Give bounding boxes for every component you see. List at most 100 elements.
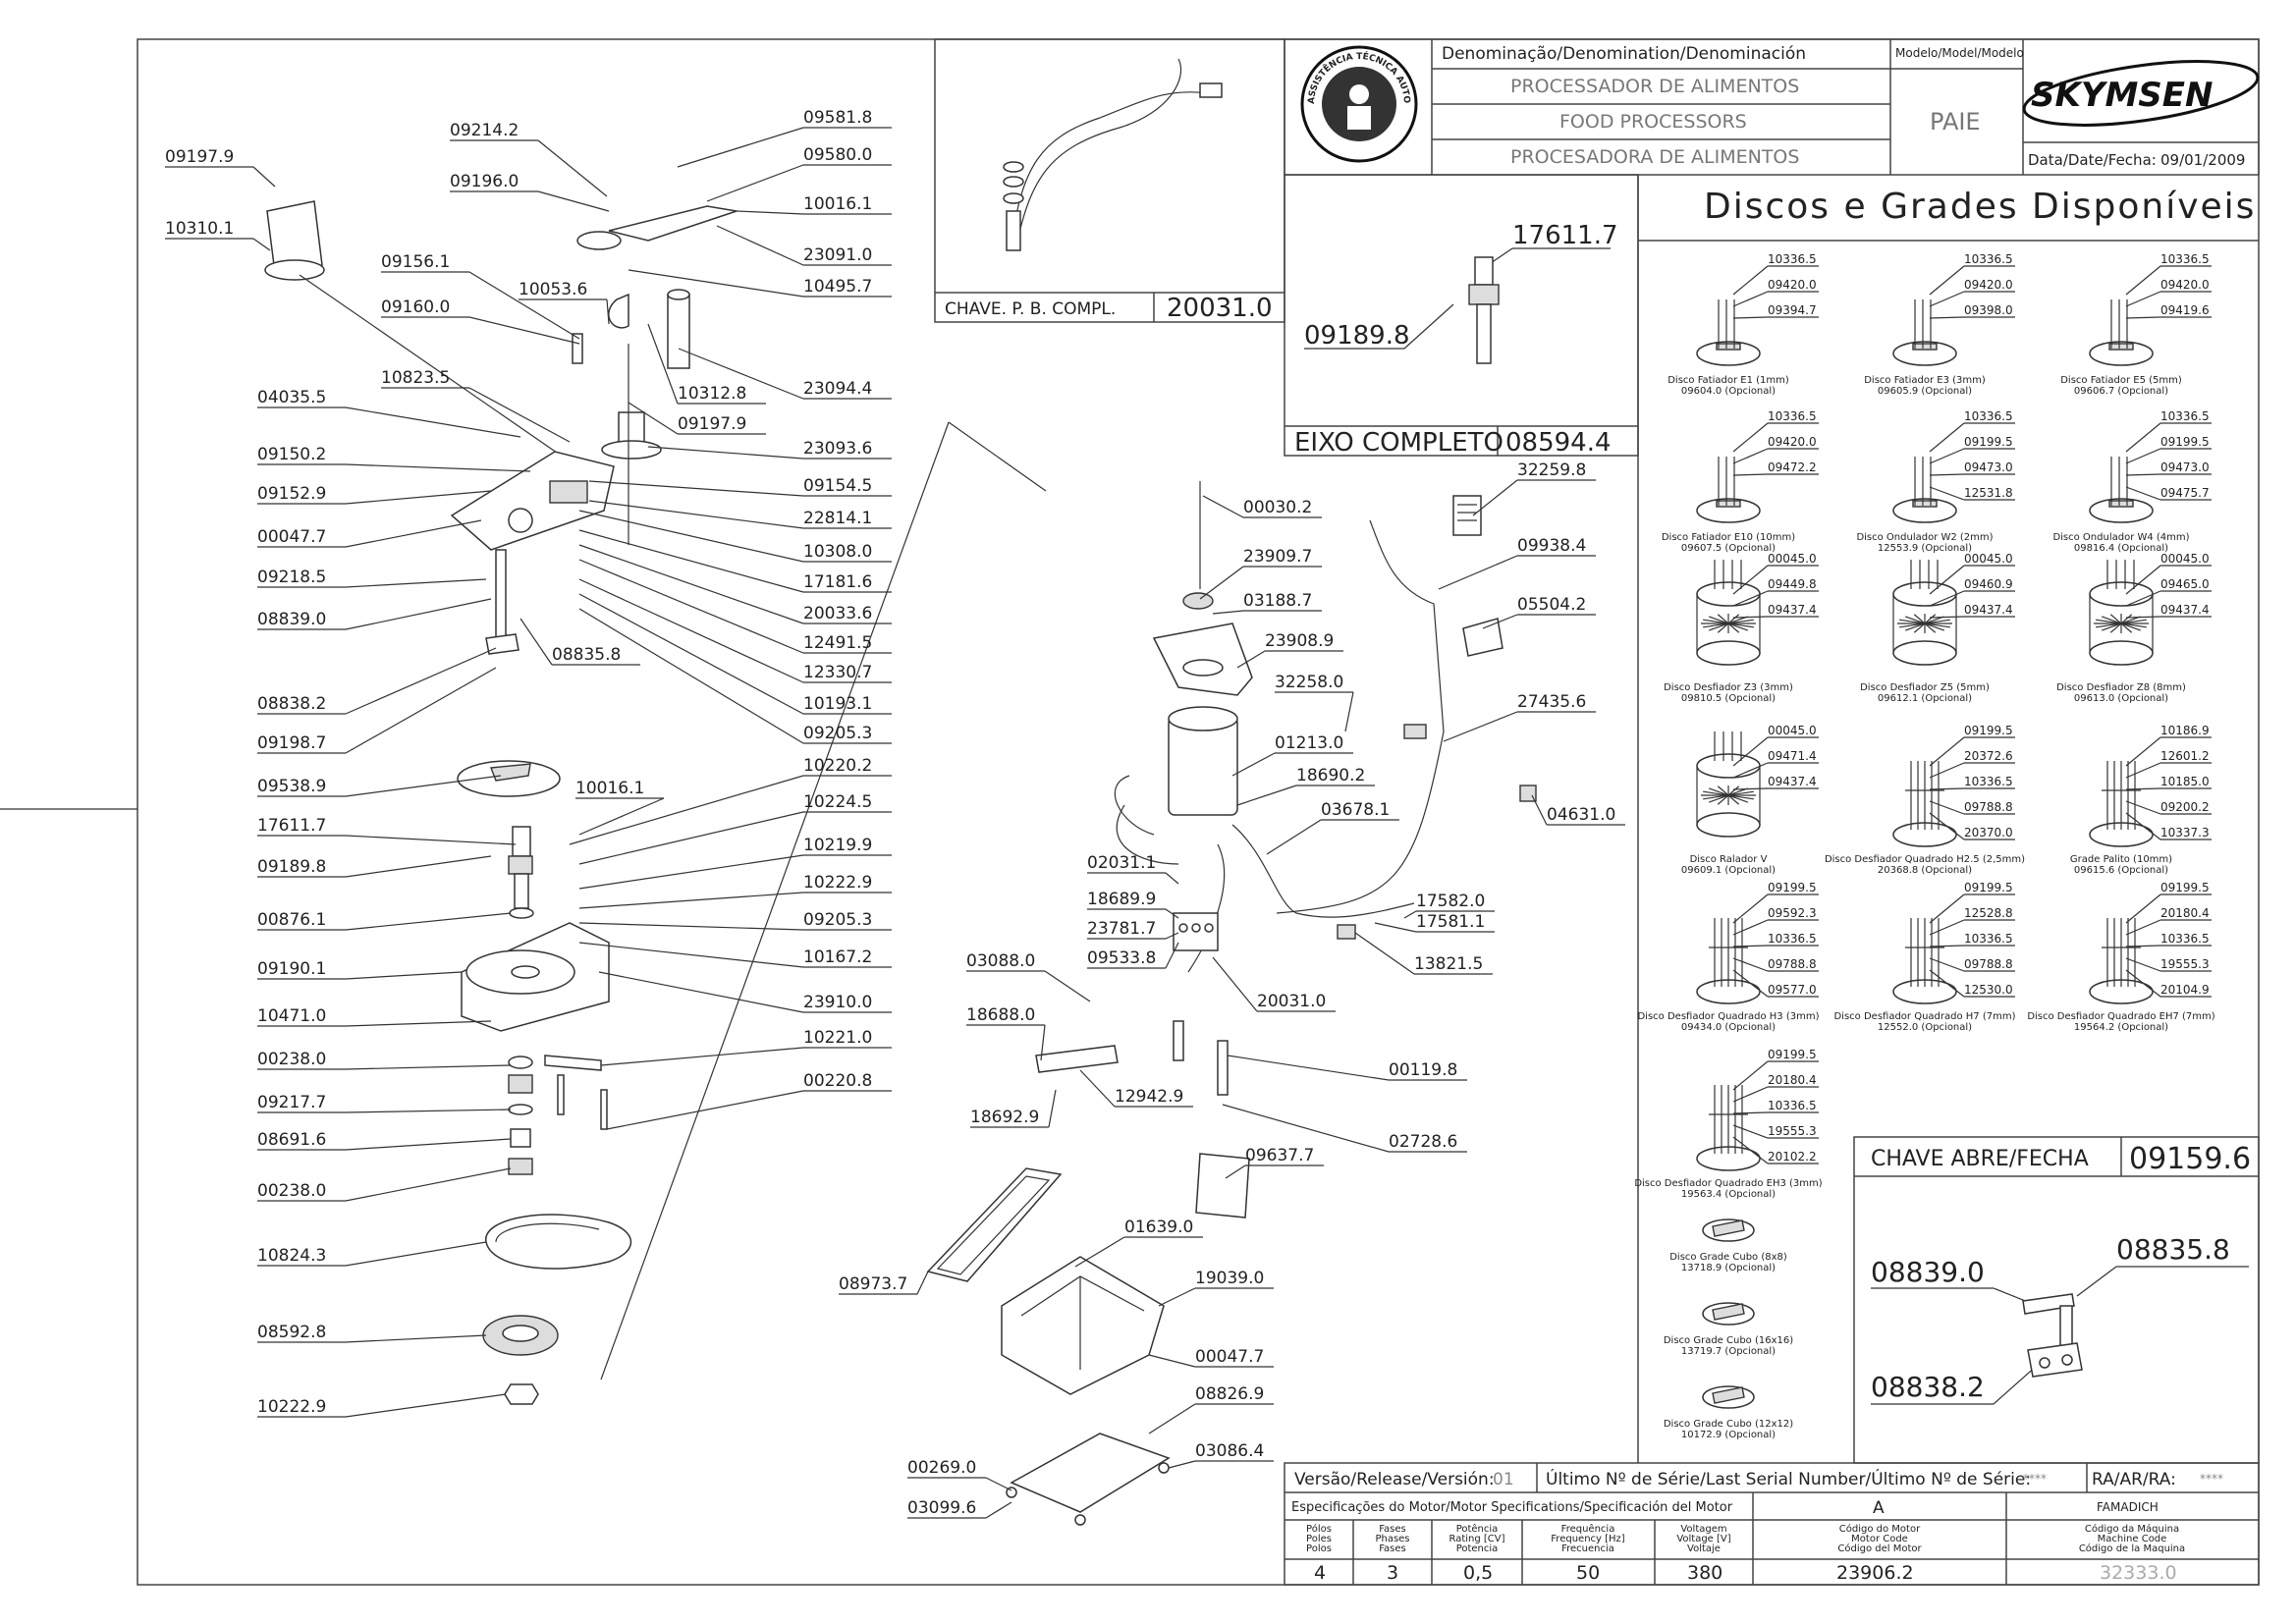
chave-pb-code: 20031.0 — [1167, 294, 1273, 323]
motor-label-2: 03188.7 — [1243, 591, 1312, 611]
right-label-22: 09205.3 — [803, 910, 872, 930]
title-block: Denominação/Denomination/Denominación Mo… — [0, 0, 2260, 176]
left-label-5: 10053.6 — [519, 280, 587, 299]
footer-col_machine_code-0: Código da Máquina — [2085, 1523, 2179, 1535]
disc-13-callout-0: 09199.5 — [1964, 881, 2013, 894]
disc-3-callout-2: 09472.2 — [1768, 460, 1817, 474]
right-label-24: 23910.0 — [803, 993, 872, 1012]
disc-1-callout-0: 10336.5 — [1964, 252, 2013, 266]
disc-13-code: 12552.0 (Opcional) — [1878, 1022, 1972, 1033]
right-label-4: 10495.7 — [803, 277, 872, 297]
disc-10-callout-1: 20372.6 — [1964, 749, 2013, 763]
disc-8-code: 09613.0 (Opcional) — [2074, 693, 2168, 704]
disc-12-caption: Disco Desfiador Quadrado H3 (3mm) — [1637, 1011, 1819, 1022]
ra-value: **** — [2200, 1472, 2223, 1486]
version-label: Versão/Release/Versión: — [1294, 1470, 1495, 1489]
disc-14-caption: Disco Desfiador Quadrado EH7 (7mm) — [2027, 1011, 2214, 1022]
disc-15-code: 19563.4 (Opcional) — [1681, 1189, 1776, 1200]
motor-label-7: 32258.0 — [1275, 673, 1343, 692]
disc-11-callout-3: 09200.2 — [2160, 800, 2210, 814]
motor-label-9: 01213.0 — [1275, 733, 1343, 753]
motor-label-5: 09938.4 — [1517, 536, 1586, 556]
footer-col_motor_code-0: Código do Motor — [1839, 1523, 1921, 1535]
right-label-14: 12491.5 — [803, 633, 872, 653]
motor-label-0: 00030.2 — [1243, 498, 1312, 517]
motor-label-8: 27435.6 — [1517, 692, 1586, 712]
disc-item-16: Disco Grade Cubo (8x8)13718.9 (Opcional) — [1669, 1218, 1787, 1273]
left-label-13: 08839.0 — [257, 610, 326, 629]
disc-5-callout-1: 09199.5 — [2160, 435, 2210, 449]
name-es: PROCESADORA DE ALIMENTOS — [1510, 146, 1799, 168]
right-label-21: 10222.9 — [803, 873, 872, 893]
left-label-11: 00047.7 — [257, 527, 326, 547]
disc-item-10: 09199.520372.610336.509788.820370.0Disco… — [1825, 724, 2025, 876]
disc-10-callout-4: 20370.0 — [1964, 826, 2013, 839]
disc-14-code: 19564.2 (Opcional) — [2074, 1022, 2168, 1033]
disc-13-callout-1: 12528.8 — [1964, 906, 2013, 920]
footer-col_poles-2: Polos — [1306, 1543, 1332, 1554]
left-label-9: 09150.2 — [257, 445, 326, 464]
motor-label-11: 03678.1 — [1321, 800, 1390, 820]
left-label-25: 09217.7 — [257, 1093, 326, 1112]
right-label-13: 20033.6 — [803, 604, 872, 623]
version-value: 01 — [1493, 1470, 1514, 1489]
motor-code-value: 23906.2 — [1836, 1562, 1914, 1584]
motor-label-10: 18690.2 — [1296, 766, 1365, 785]
chave-af-part-1: 08839.0 — [1871, 1256, 1985, 1288]
disc-6-callout-0: 00045.0 — [1768, 552, 1817, 566]
footer-col_phases-0: Fases — [1379, 1524, 1406, 1535]
footer-col_power-0: Potência — [1456, 1523, 1499, 1535]
disc-12-code: 09434.0 (Opcional) — [1681, 1022, 1776, 1033]
motor-label-17: 17582.0 — [1416, 892, 1485, 911]
disc-4-callout-3: 12531.8 — [1964, 486, 2013, 500]
left-label-24: 00238.0 — [257, 1050, 326, 1069]
right-label-15: 12330.7 — [803, 663, 872, 682]
disc-11-caption: Grade Palito (10mm) — [2070, 854, 2172, 865]
power-value: 0,5 — [1463, 1562, 1493, 1584]
serial-label: Último Nº de Série/Last Serial Number/Úl… — [1546, 1468, 2031, 1489]
model-header: Modelo/Model/Modelo — [1895, 46, 2024, 60]
disc-8-callout-0: 00045.0 — [2160, 552, 2210, 566]
left-label-22: 09190.1 — [257, 959, 326, 979]
footer-col_motor_code-1: Motor Code — [1851, 1534, 1908, 1544]
disc-9-callout-0: 00045.0 — [1768, 724, 1817, 737]
right-label-17: 09205.3 — [803, 724, 872, 743]
disc-1-callout-1: 09420.0 — [1964, 278, 2013, 292]
motor-label-21: 03088.0 — [966, 951, 1035, 971]
disc-7-callout-0: 00045.0 — [1964, 552, 2013, 566]
disc-15-callout-3: 19555.3 — [1768, 1124, 1817, 1138]
motor-label-28: 08973.7 — [839, 1274, 907, 1294]
motor-label-33: 00269.0 — [907, 1458, 976, 1478]
left-label-15: 08838.2 — [257, 694, 326, 714]
footer-col_machine_code-1: Machine Code — [2098, 1534, 2167, 1544]
disc-1-callout-2: 09398.0 — [1964, 303, 2013, 317]
motor-label-31: 00047.7 — [1195, 1347, 1264, 1367]
disc-15-callout-0: 09199.5 — [1768, 1048, 1817, 1061]
disc-4-callout-0: 10336.5 — [1964, 409, 2013, 423]
disc-item-12: 09199.509592.310336.509788.809577.0Disco… — [1637, 881, 1819, 1033]
disc-5-caption: Disco Ondulador W4 (4mm) — [2052, 532, 2189, 543]
chave-af-part-3: 08838.2 — [1871, 1371, 1985, 1403]
disc-14-callout-2: 10336.5 — [2160, 932, 2210, 946]
right-label-23: 10167.2 — [803, 947, 872, 967]
brand-logo: SKYMSEN — [2031, 76, 2213, 115]
motor-label-24: 18692.9 — [970, 1108, 1039, 1127]
disc-12-callout-4: 09577.0 — [1768, 983, 1817, 997]
disc-9-code: 09609.1 (Opcional) — [1681, 865, 1776, 876]
left-label-14: 08835.8 — [552, 645, 621, 665]
model-name: PAIE — [1930, 108, 1981, 135]
left-label-1: 10310.1 — [165, 219, 234, 239]
disc-8-callout-2: 09437.4 — [2160, 603, 2210, 617]
eixo-code: 08594.4 — [1505, 428, 1612, 458]
left-label-3: 09196.0 — [450, 172, 519, 191]
footer-col_freq-2: Frecuencia — [1561, 1543, 1614, 1554]
disc-14-callout-0: 09199.5 — [2160, 881, 2210, 894]
left-label-6: 09160.0 — [381, 298, 450, 317]
left-label-29: 08592.8 — [257, 1323, 326, 1342]
footer-col_freq-0: Frequência — [1561, 1523, 1615, 1535]
motor-label-26: 02728.6 — [1389, 1132, 1457, 1152]
left-label-28: 10824.3 — [257, 1246, 326, 1266]
